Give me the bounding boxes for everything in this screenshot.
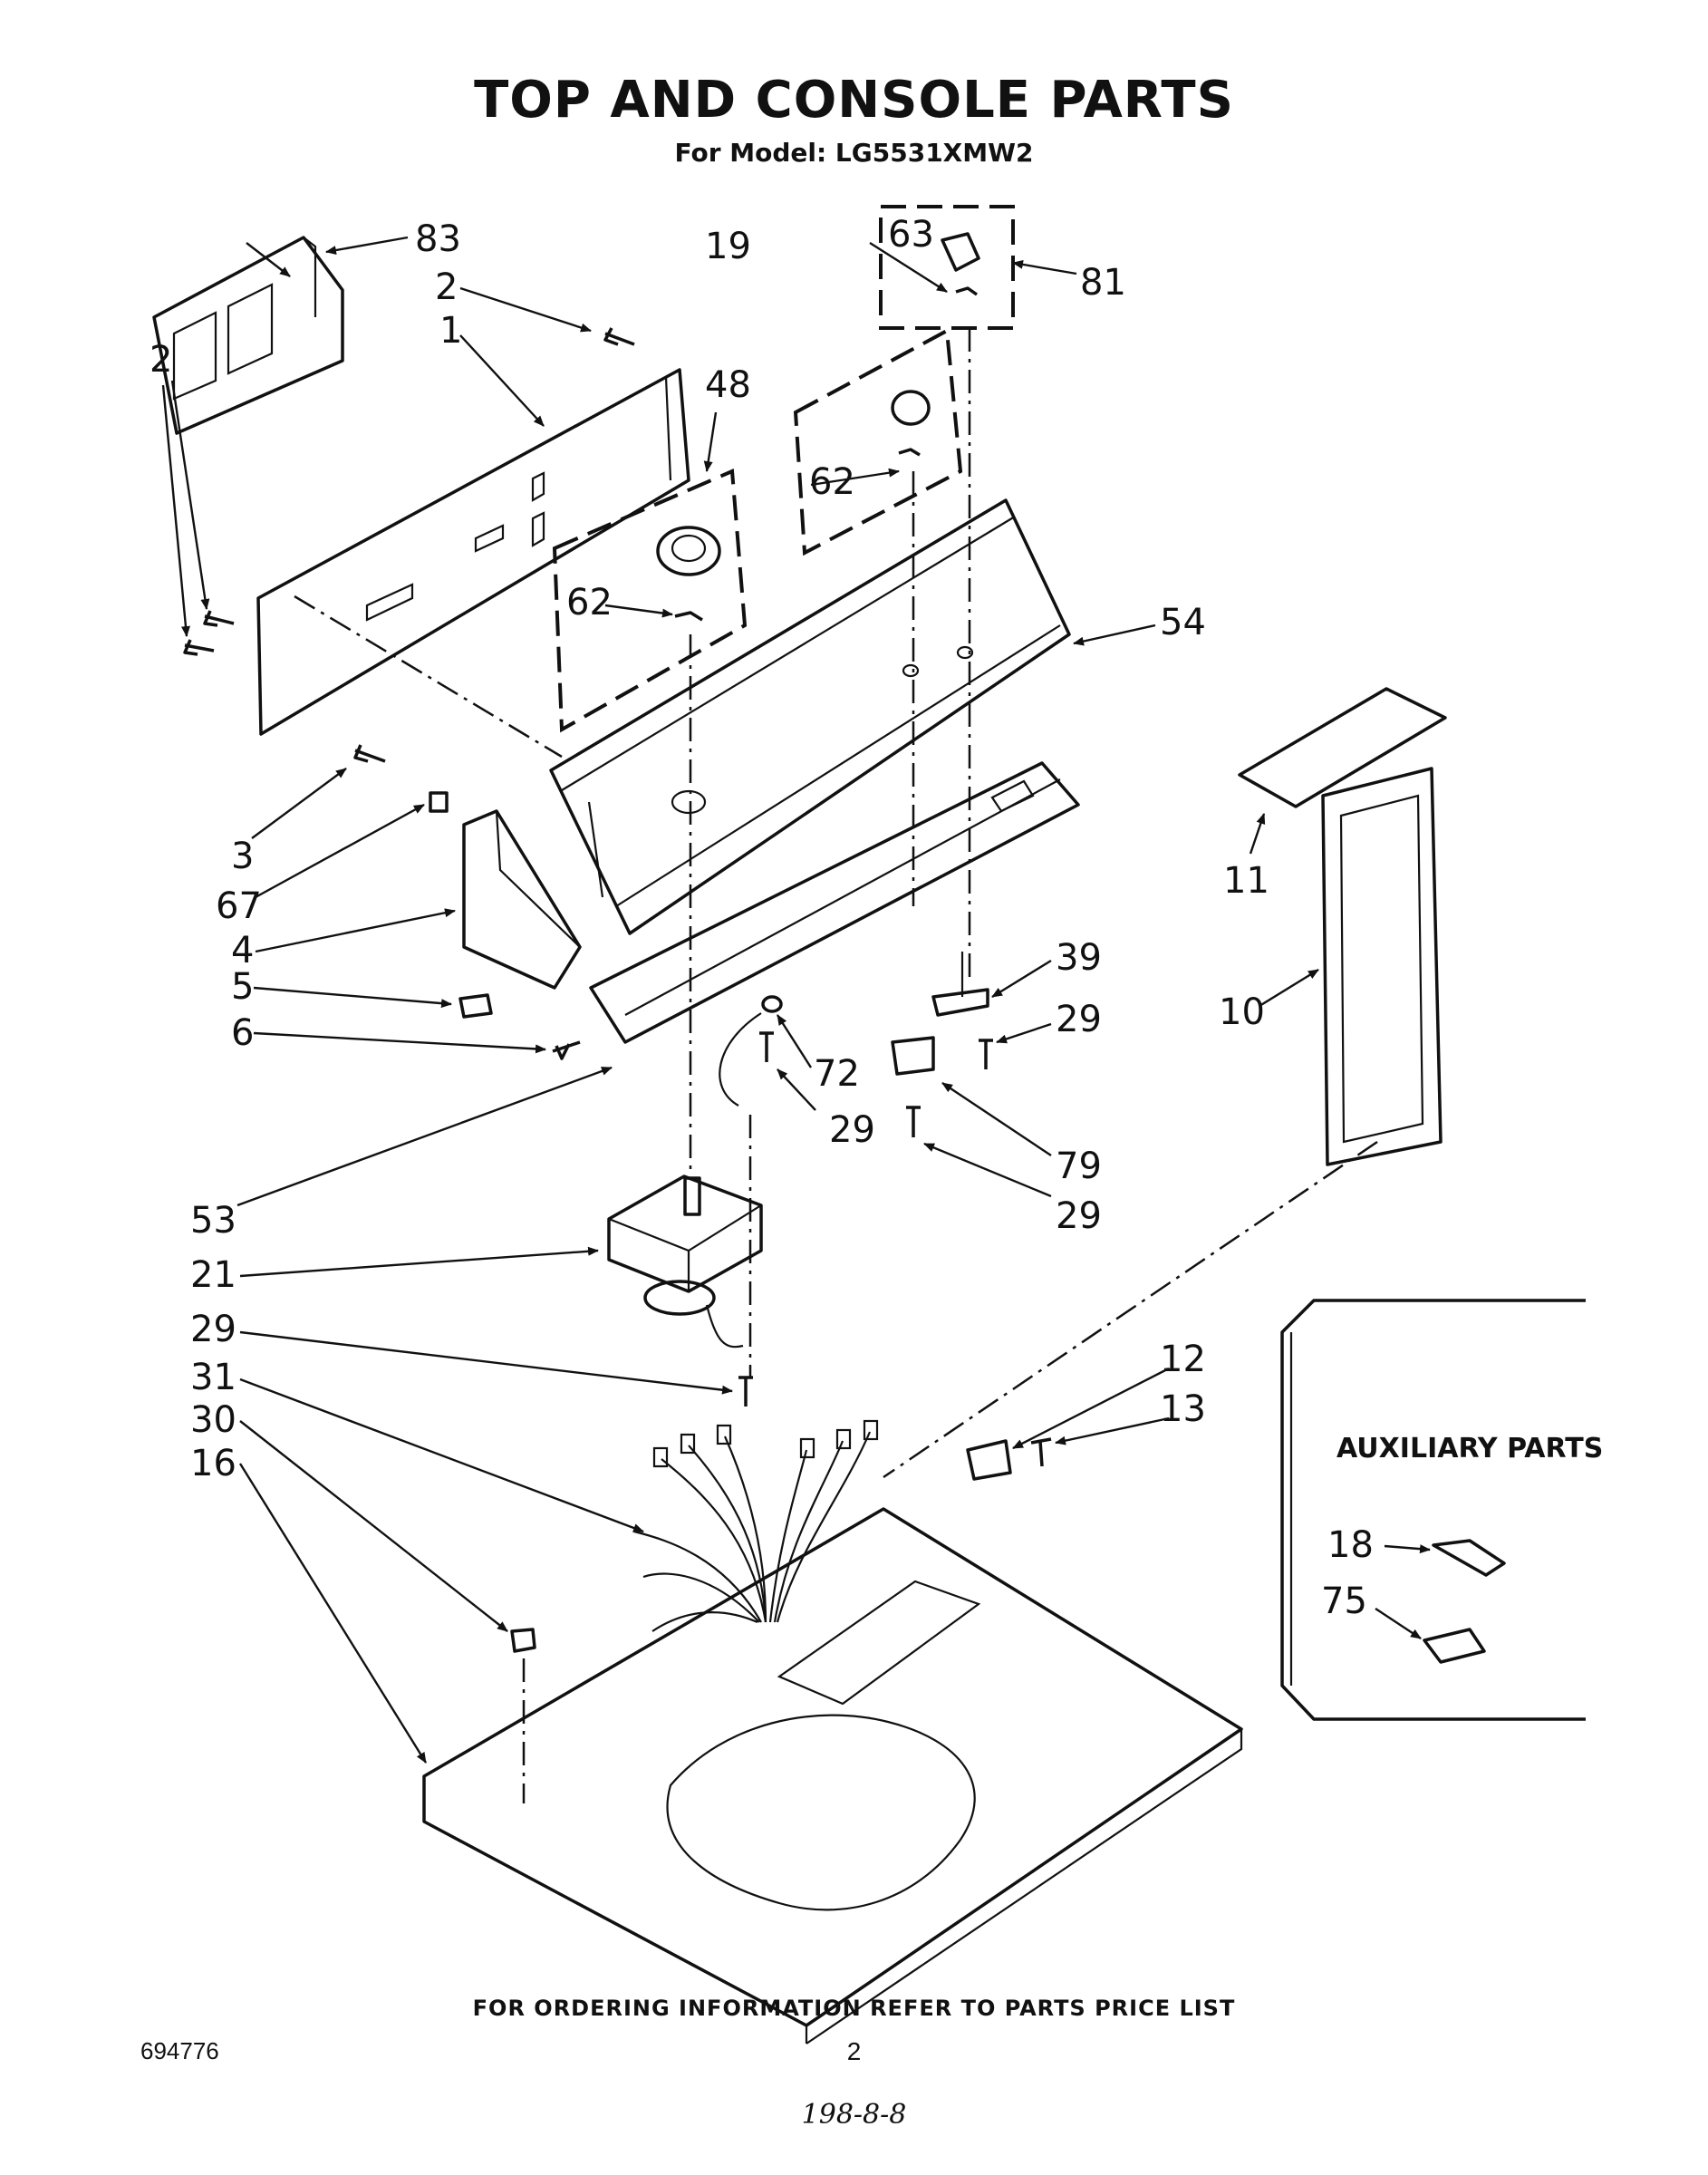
callout-62: 62: [566, 582, 613, 624]
leader-lines: [161, 236, 1431, 1764]
callout-2: 2: [435, 266, 458, 308]
callout-11: 11: [1223, 860, 1269, 902]
page-number: 2: [846, 2037, 862, 2065]
assembly-line: [883, 1140, 1378, 1479]
callout-labels: 83 2 1 48 19 63 81 62 2 62 54 3 67 4 5 6…: [150, 214, 1603, 1622]
callout-53: 53: [190, 1200, 236, 1242]
part-30-grommet: [510, 1628, 536, 1653]
callout-4: 4: [231, 930, 254, 972]
callout-81: 81: [1080, 262, 1126, 304]
callout-48: 48: [705, 364, 751, 406]
part-81-knob-group: [879, 205, 1015, 330]
part-48-knob-group: [552, 469, 748, 733]
part-5-clip: [458, 993, 493, 1019]
part-83-rear-bracket: [152, 236, 344, 435]
part-53-lower-channel: [589, 761, 1080, 1044]
callout-10: 10: [1219, 991, 1265, 1033]
callout-12: 12: [1160, 1339, 1206, 1380]
handwritten-note: 198-8-8: [801, 2099, 907, 2131]
callout-29: 29: [190, 1309, 236, 1350]
callout-18: 18: [1327, 1524, 1374, 1566]
part-11-lint-cover: [1238, 687, 1447, 808]
part-29-screw: [759, 1031, 774, 1062]
part-13-screw: [1030, 1437, 1052, 1467]
part-12-clip: [966, 1439, 1012, 1481]
callout-83: 83: [415, 218, 461, 260]
callout-39: 39: [1056, 937, 1102, 979]
part-10-lint-screen: [1321, 767, 1443, 1166]
part-67-clip: [429, 791, 449, 813]
callout-21: 21: [190, 1254, 236, 1296]
callout-29: 29: [1056, 999, 1102, 1040]
part-3-screw: [353, 744, 386, 763]
auxiliary-parts-title: AUXILIARY PARTS: [1336, 1433, 1603, 1464]
part-54-console-channel: [549, 498, 1071, 935]
part-29-screw: [979, 1039, 993, 1069]
callout-6: 6: [231, 1012, 254, 1054]
callout-63: 63: [888, 214, 934, 256]
part-31-wiring-harness: [633, 1419, 879, 1632]
callout-13: 13: [1160, 1388, 1206, 1430]
part-6-screw: [552, 1040, 581, 1060]
callout-2: 2: [150, 339, 172, 381]
part-2-screws: [183, 327, 635, 656]
page-title: TOP AND CONSOLE PARTS: [474, 71, 1234, 130]
model-subtitle: For Model: LG5531XMW2: [674, 138, 1034, 168]
callout-79: 79: [1056, 1146, 1102, 1187]
document-number: 694776: [140, 2037, 219, 2064]
part-79-switch: [891, 1036, 935, 1076]
callout-62: 62: [809, 461, 855, 503]
part-4-end-cap: [462, 809, 582, 990]
callout-31: 31: [190, 1357, 236, 1398]
auxiliary-parts-frame: [1280, 1299, 1586, 1721]
part-16-top-panel: [422, 1507, 1243, 2044]
callout-30: 30: [190, 1399, 236, 1441]
callout-29: 29: [829, 1109, 875, 1151]
part-19-knob-group: [793, 327, 963, 556]
callout-29: 29: [1056, 1195, 1102, 1237]
part-72-grommet: [761, 995, 783, 1013]
part-29-screw: [906, 1106, 921, 1137]
callout-5: 5: [231, 966, 254, 1008]
callout-54: 54: [1160, 602, 1206, 643]
part-18-clip: [1432, 1539, 1506, 1577]
part-21-timer: [607, 1174, 763, 1348]
part-29-screw: [738, 1376, 753, 1406]
callout-67: 67: [216, 885, 262, 927]
callout-16: 16: [190, 1443, 236, 1484]
part-1-console-panel: [256, 368, 690, 759]
callout-1: 1: [439, 310, 462, 352]
callout-72: 72: [814, 1053, 860, 1095]
ordering-note: FOR ORDERING INFORMATION REFER TO PARTS …: [472, 1996, 1236, 2021]
part-39-bracket: [931, 952, 989, 1017]
part-75-connector: [1423, 1628, 1486, 1664]
callout-19: 19: [705, 226, 751, 267]
callout-3: 3: [231, 836, 254, 877]
wire: [719, 1012, 762, 1107]
callout-75: 75: [1321, 1580, 1367, 1622]
